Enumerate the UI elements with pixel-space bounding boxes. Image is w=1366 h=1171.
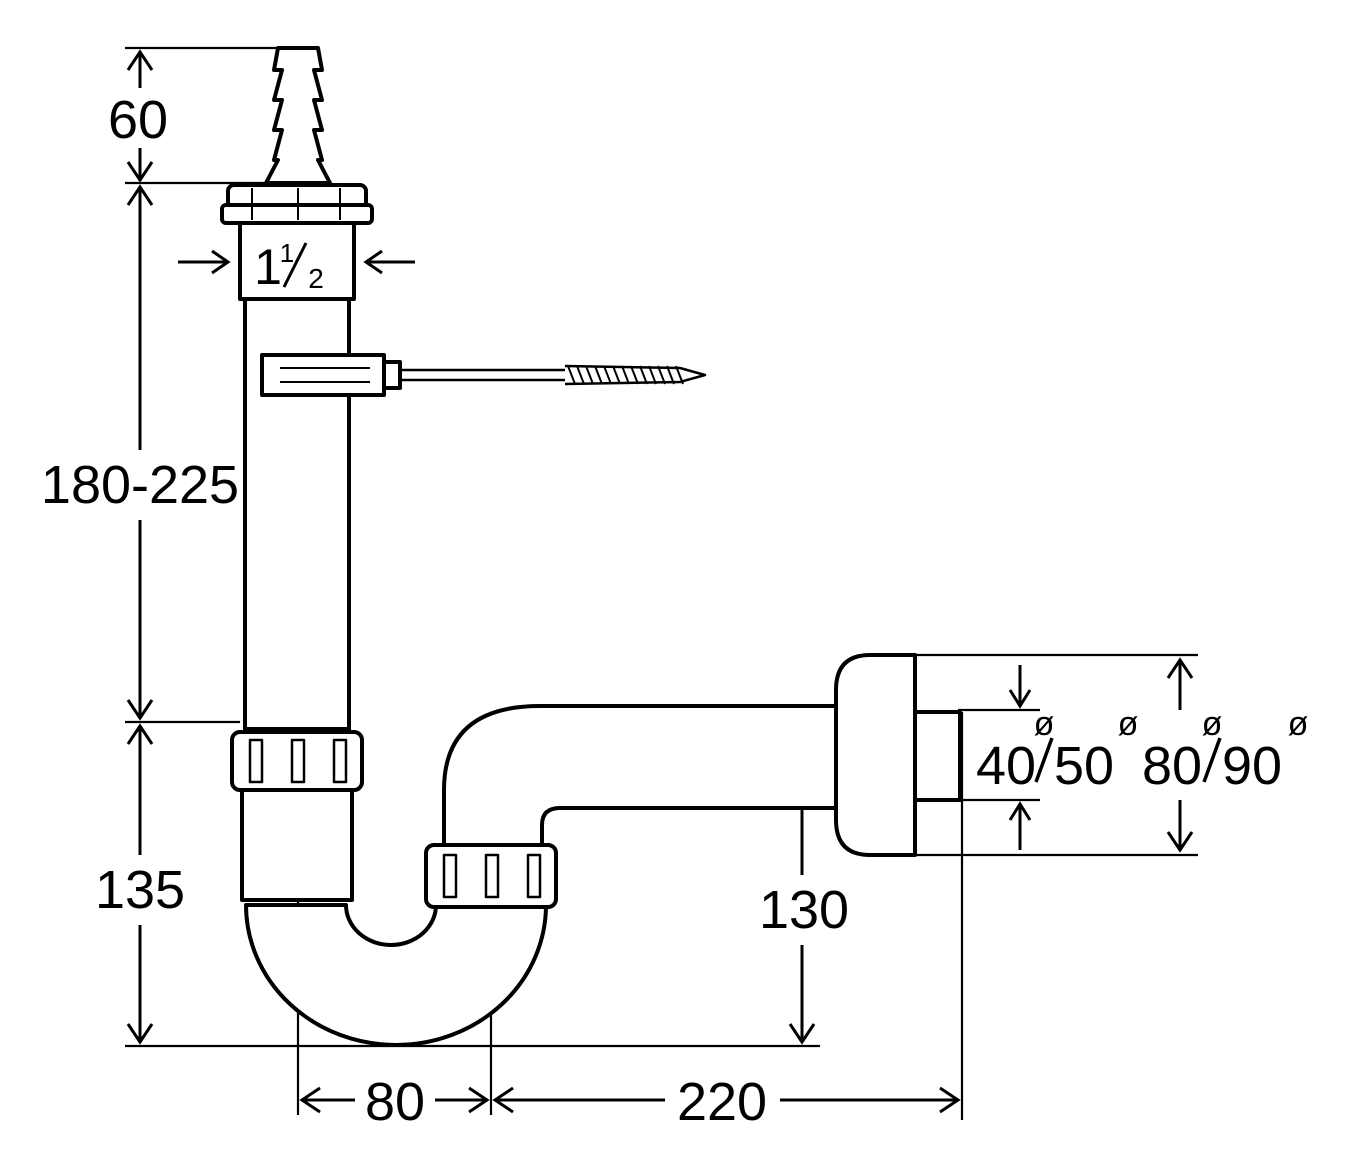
screw-thread-mark	[612, 365, 621, 385]
thread-size-label: 1 1 2	[254, 238, 324, 295]
label-60: 60	[108, 90, 168, 150]
thread-numerator: 1	[280, 238, 294, 268]
diam-80: 80	[1142, 736, 1202, 796]
hose-connector	[264, 46, 332, 185]
diam-symbol-80: ø	[1202, 705, 1223, 743]
thread-denominator: 2	[308, 263, 324, 294]
screw-thread-mark	[648, 365, 657, 385]
screw-thread-mark	[621, 365, 630, 385]
screw-thread-mark	[666, 365, 675, 385]
label-80: 80	[365, 1072, 425, 1132]
fraction-slash	[282, 242, 308, 288]
label-130: 130	[759, 880, 849, 940]
lower-union-nut	[424, 843, 558, 909]
label-220: 220	[677, 1072, 767, 1132]
screw-thread-mark	[585, 365, 594, 385]
wall-rosette	[834, 653, 962, 857]
outlet-diameter-label: 40 ø 50 ø	[976, 705, 1138, 796]
middle-union-nut	[230, 730, 364, 792]
screw-thread	[567, 365, 684, 385]
screw-thread-mark	[594, 365, 603, 385]
screw-thread-mark	[576, 365, 585, 385]
diam-slash-1	[1034, 737, 1054, 783]
wall-bracket	[260, 353, 707, 397]
diam-symbol-50: ø	[1118, 705, 1139, 743]
top-union-nut	[220, 183, 374, 301]
diam-40: 40	[976, 736, 1036, 796]
diam-slash-2	[1202, 737, 1222, 783]
dimension-lines	[126, 49, 1194, 1114]
label-135: 135	[95, 860, 185, 920]
screw-thread-mark	[657, 365, 666, 385]
label-180-225: 180-225	[41, 455, 239, 515]
diam-symbol-40: ø	[1034, 705, 1055, 743]
trap-bend	[240, 788, 548, 1047]
screw-thread-mark	[630, 365, 639, 385]
screw-thread-mark	[639, 365, 648, 385]
thread-whole: 1	[254, 239, 282, 295]
diam-symbol-90: ø	[1288, 705, 1309, 743]
screw-thread-mark	[603, 365, 612, 385]
screw-thread-mark	[675, 365, 684, 385]
diam-50: 50	[1054, 736, 1114, 796]
rosette-diameter-label: 80 ø 90 ø	[1142, 705, 1308, 796]
screw-thread-mark	[567, 365, 576, 385]
outlet-arm	[442, 704, 840, 847]
diam-90: 90	[1222, 736, 1282, 796]
